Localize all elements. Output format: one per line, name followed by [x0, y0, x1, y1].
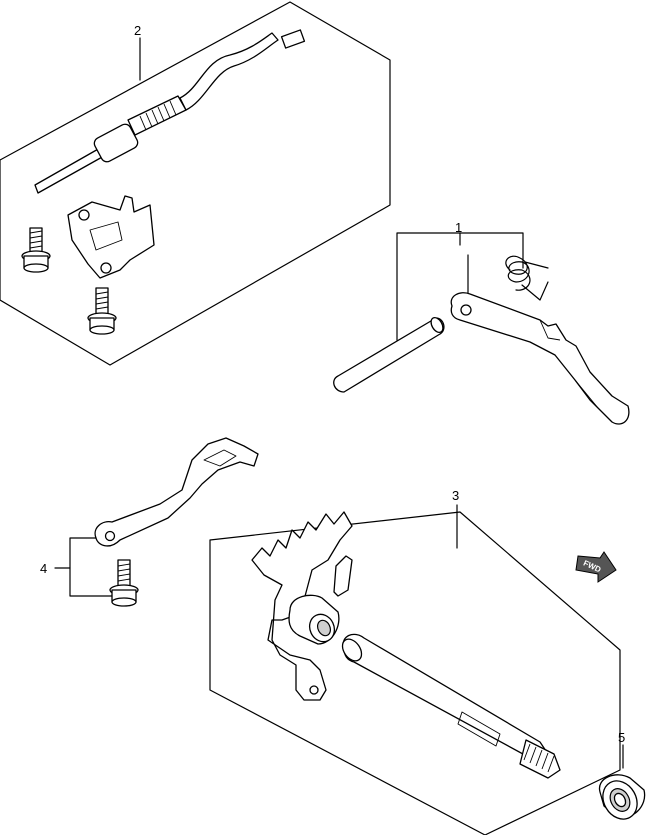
- fwd-indicator: FWD: [575, 551, 617, 583]
- callout-1: 1: [455, 220, 462, 235]
- shift-cable: [34, 147, 105, 194]
- cable-bracket: [67, 195, 155, 279]
- part-5-bearing: 5: [598, 730, 646, 820]
- shift-lever: [450, 292, 630, 425]
- group-3-shift-shaft: 3: [209, 488, 621, 835]
- shift-pin: [333, 317, 445, 393]
- kit-box-3: [209, 511, 621, 835]
- bolt-left: [21, 227, 51, 273]
- callout-4: 4: [40, 561, 47, 576]
- callout-5: 5: [618, 730, 625, 745]
- bolt-bottom: [87, 287, 117, 335]
- callout-2: 2: [134, 23, 141, 38]
- arm-link: [94, 437, 259, 547]
- group-2-cable-assembly: 2: [0, 1, 391, 366]
- arm-bolt: [109, 559, 139, 607]
- return-spring: [505, 255, 549, 301]
- group-1-shift-lever: 1: [333, 220, 630, 425]
- fwd-arrow-icon: [575, 551, 617, 583]
- stopper-pin: [333, 555, 353, 597]
- callout-3: 3: [452, 488, 459, 503]
- shift-shaft: [342, 633, 549, 761]
- group-4-arm-link: 4: [40, 437, 259, 607]
- kit-box-2: [0, 1, 391, 366]
